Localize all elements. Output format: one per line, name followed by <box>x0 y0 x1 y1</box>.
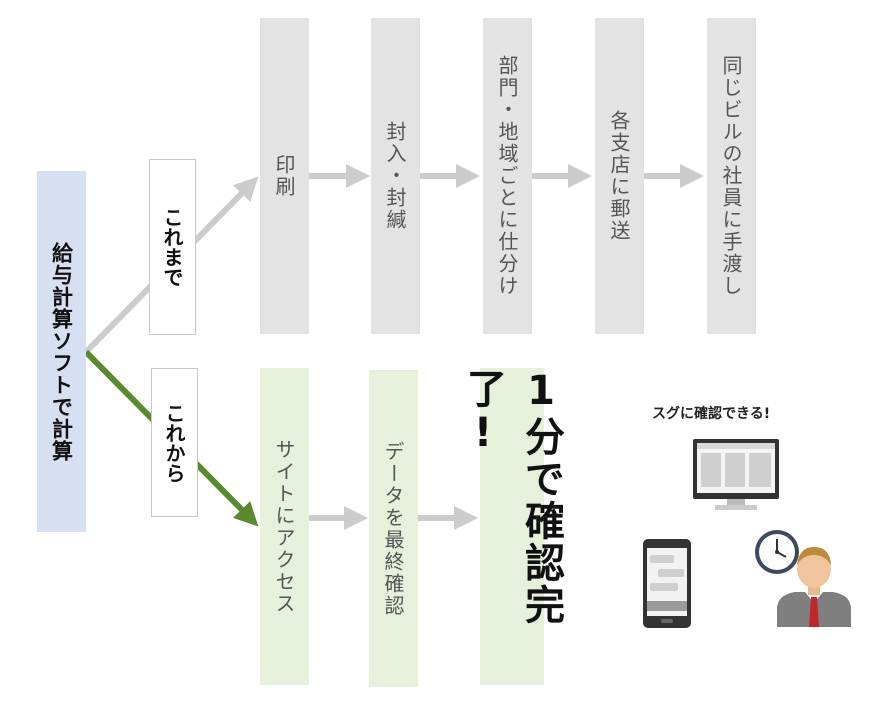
old-step-print: 印刷 <box>260 18 309 334</box>
branch-label-before: これまで <box>149 159 196 335</box>
new-step-access: サイトにアクセス <box>260 368 309 685</box>
old-step-label: 各支店に郵送 <box>607 110 631 242</box>
old-step-handover: 同じビルの社員に手渡し <box>707 18 756 334</box>
old-step-label: 同じビルの社員に手渡し <box>719 55 743 297</box>
source-label: 給与計算ソフトで計算 <box>49 241 74 462</box>
old-step-sort: 部門・地域ごとに仕分け <box>483 18 532 334</box>
branch-after-text: これから <box>162 402 186 483</box>
new-step-done-label: 1分で確認完了! <box>460 368 564 626</box>
monitor-icon <box>693 439 779 510</box>
old-step-label: 部門・地域ごとに仕分け <box>495 55 519 297</box>
old-step-enclose: 封入・封緘 <box>371 18 420 334</box>
source-box: 給与計算ソフトで計算 <box>37 171 86 532</box>
branch-label-after: これから <box>151 368 198 517</box>
old-step-mail: 各支店に郵送 <box>595 18 644 334</box>
old-step-label: 封入・封緘 <box>383 121 407 231</box>
new-step-confirm: データを最終確認 <box>369 370 418 687</box>
businessman-icon <box>777 547 851 627</box>
clock-icon <box>755 530 799 574</box>
new-step-label: サイトにアクセス <box>272 438 296 615</box>
old-step-label: 印刷 <box>272 154 296 198</box>
new-step-done: 1分で確認完了! <box>460 368 564 685</box>
caption: スグに確認できる! <box>652 406 771 422</box>
new-step-label: データを最終確認 <box>381 440 405 617</box>
branch-before-text: これまで <box>160 207 184 287</box>
smartphone-icon <box>643 539 691 628</box>
